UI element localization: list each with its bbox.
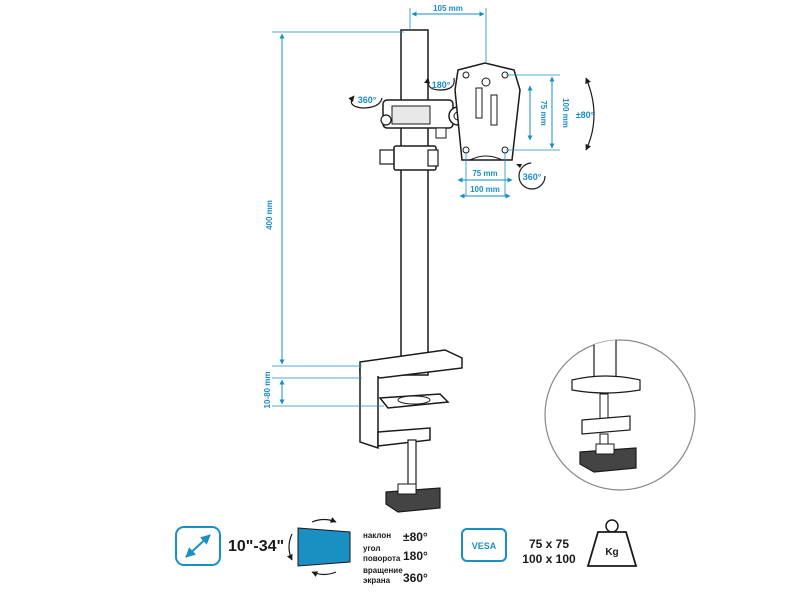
screen-tilt-icon — [287, 517, 351, 577]
rotate-bottom-label: 360° — [523, 172, 542, 182]
vesa-badge-label: VESA — [472, 541, 497, 551]
tilt-right-label: ±80° — [576, 110, 595, 120]
vesa-spec: VESA 75 x 75 100 x 100 — [461, 528, 576, 566]
dim-pole-height-label: 400 mm — [265, 200, 274, 230]
dim-vesa-inner-v-label: 75 mm — [539, 100, 548, 125]
detail-zoom-circle — [544, 339, 696, 491]
vesa-icon — [461, 528, 507, 562]
dim-vesa-vertical: 75 mm 100 mm — [506, 74, 570, 151]
desk-clamp — [359, 349, 463, 513]
rotation-spec-label-1: вращение — [363, 566, 403, 575]
angle-spec-value: 180° — [403, 549, 428, 563]
screen-size-spec: 10"-34" — [175, 526, 284, 566]
tilt-right-indicator: ±80° — [576, 77, 595, 151]
vesa-plate — [454, 62, 521, 161]
swivel-left-indicator: 360° — [348, 95, 383, 109]
screen-size-label: 10"-34" — [228, 538, 284, 555]
vesa-spec-line-1: 75 x 75 — [529, 537, 569, 551]
rotate-bottom-indicator: 360° — [516, 162, 546, 190]
rotate-top-indicator: 180° — [424, 77, 455, 91]
vesa-spec-line-2: 100 x 100 — [522, 552, 576, 566]
dim-vesa-outer-h-label: 100 mm — [470, 185, 500, 194]
tilt-spec-label: наклон — [363, 531, 391, 540]
rotation-specs: наклон ±80° угол поворота 180° вращение … — [363, 530, 428, 585]
dim-width-top: 105 mm — [409, 4, 487, 62]
swivel-left-label: 360° — [358, 95, 377, 105]
dim-vesa-inner-h-label: 75 mm — [472, 169, 497, 178]
angle-spec-label-1: угол — [363, 544, 380, 553]
rotate-top-label: 180° — [432, 80, 451, 90]
weight-icon: Kg — [586, 519, 638, 567]
weight-badge-label: Kg — [605, 547, 618, 558]
pole-collar — [379, 145, 439, 171]
diagonal-arrow-icon — [185, 534, 211, 558]
tilt-spec-value: ±80° — [403, 530, 428, 544]
angle-spec-label-2: поворота — [363, 554, 401, 563]
rotation-spec-label-2: экрана — [363, 576, 391, 585]
dim-vesa-horizontal: 75 mm 100 mm — [457, 152, 513, 199]
dim-vesa-outer-v-label: 100 mm — [561, 98, 570, 128]
rotation-spec-value: 360° — [403, 571, 428, 585]
dim-width-top-label: 105 mm — [433, 4, 463, 13]
dim-pole-height: 400 mm — [265, 31, 404, 367]
dim-clamp-range: 10-80 mm — [263, 372, 384, 409]
mount-pole — [400, 29, 429, 376]
dim-clamp-range-label: 10-80 mm — [263, 372, 272, 409]
